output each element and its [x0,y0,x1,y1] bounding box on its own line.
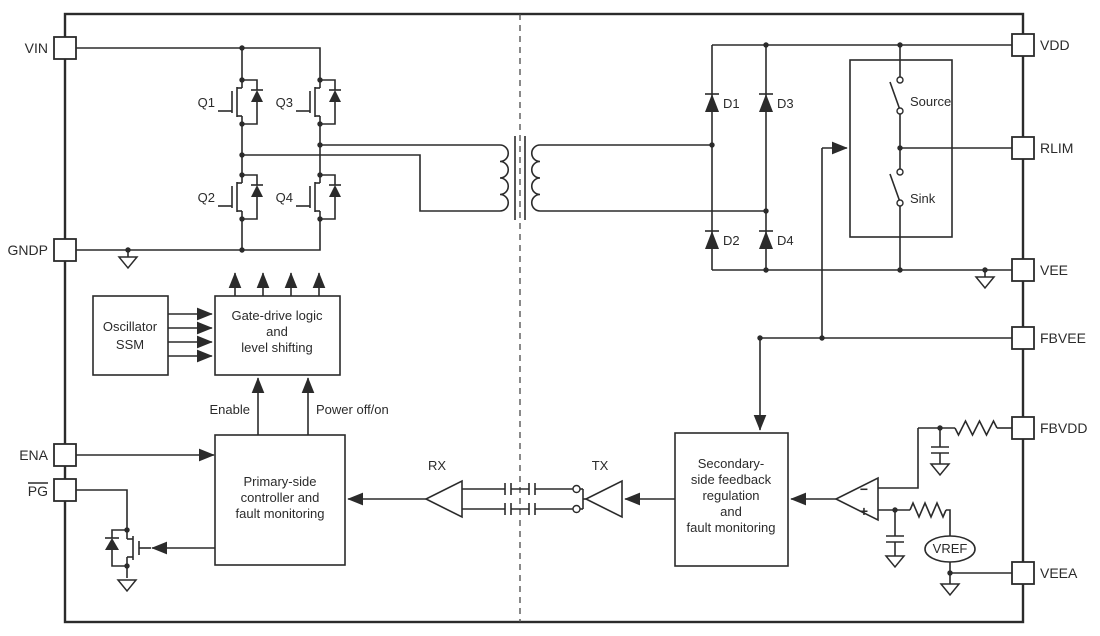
sink-label: Sink [910,191,936,206]
secondary-label-line1: Secondary- [698,456,764,471]
secondary-label-line2: side feedback [691,472,772,487]
vdd-pin-label: VDD [1040,37,1070,53]
fbvee-pin-label: FBVEE [1040,330,1086,346]
primary-label-line1: Primary-side [244,474,317,489]
primary-controller-block: Primary-side controller and fault monito… [214,434,346,566]
isolation-channel: RX TX [347,458,675,519]
q3-mosfet: Q3 [276,67,341,137]
q3-label: Q3 [276,95,293,110]
vin-pin-label: VIN [25,40,48,56]
q1-label: Q1 [198,95,215,110]
junction-dots [125,42,988,576]
veea-pin-label: VEEA [1040,565,1078,581]
vdd-pin [1011,33,1035,57]
vee-pin [1011,258,1035,282]
gate-drive-block: Gate-drive logic and level shifting [214,295,341,376]
gndp-ground-symbol [117,256,139,270]
ic-boundary [63,12,1025,624]
d3-label: D3 [777,96,794,111]
ena-pin-label: ENA [19,447,48,463]
diode-d3: D3 [759,93,794,112]
rx-buffer [424,479,463,519]
q4-mosfet: Q4 [276,162,341,232]
vref-ground-symbol [939,583,961,597]
rx-label: RX [428,458,446,473]
pg-pin-label: PG [28,483,48,499]
vin-pin [53,36,77,60]
vref-cap-ground-symbol [884,555,906,569]
diode-d2: D2 [705,230,740,249]
amp-minus-sign: − [860,481,868,497]
pins-left: VIN GNDP ENA PG [8,36,77,502]
gate-drive-label-line1: Gate-drive logic [231,308,323,323]
rlim-pin-label: RLIM [1040,140,1073,156]
pins-right: VDD RLIM VEE FBVEE FBVDD VEEA [1011,33,1087,585]
fbvdd-resistor [954,419,998,437]
q4-label: Q4 [276,190,293,205]
enable-label: Enable [210,402,250,417]
pg-output-circuit [76,489,215,578]
d1-label: D1 [723,96,740,111]
source-sink-block: Source Sink [849,59,1012,238]
rlim-pin [1011,136,1035,160]
tx-label: TX [592,458,609,473]
oscillator-to-gatedrive-arrows [168,307,213,363]
transformer-secondary-winding [531,144,541,212]
transformer [499,136,541,220]
oscillator-label-line1: Oscillator [103,319,158,334]
fbvee-wiring [753,141,1012,431]
q2-mosfet: Q2 [198,162,263,232]
tx-buffer [584,479,623,519]
vref-network: VREF [878,500,1012,584]
secondary-feedback-block: Secondary- side feedback regulation and … [674,432,789,567]
fbvdd-network [878,419,1012,489]
fbvdd-pin-label: FBVDD [1040,420,1087,436]
vee-pin-label: VEE [1040,262,1068,278]
primary-label-line3: fault monitoring [236,506,325,521]
secondary-label-line3: regulation [702,488,759,503]
fbvee-pin [1011,326,1035,350]
source-label: Source [910,94,951,109]
oscillator-block: Oscillator SSM [92,295,169,376]
veea-pin [1011,561,1035,585]
d4-label: D4 [777,233,794,248]
transformer-primary-winding [499,144,509,212]
q2-label: Q2 [198,190,215,205]
secondary-label-line5: fault monitoring [687,520,776,535]
d2-label: D2 [723,233,740,248]
gate-drive-label-line3: level shifting [241,340,313,355]
secondary-label-line4: and [720,504,742,519]
pg-pin [53,478,77,502]
gate-drive-output-arrows [228,272,326,296]
diode-d4: D4 [759,230,794,249]
power-off-on-label: Power off/on [316,402,389,417]
vee-ground-symbol [974,276,996,290]
ena-pin [53,443,77,467]
q1-mosfet: Q1 [198,67,263,137]
amp-plus-sign: + [860,503,868,519]
vref-resistor [909,500,947,520]
fbvdd-pin [1011,416,1035,440]
vref-label: VREF [933,541,968,556]
fbvdd-ground-symbol [929,463,951,477]
gate-drive-label-line2: and [266,324,288,339]
gndp-pin-label: GNDP [8,242,48,258]
diode-d1: D1 [705,93,740,112]
primary-to-gatedrive-arrows [251,377,315,435]
primary-label-line2: controller and [241,490,320,505]
gndp-pin [53,238,77,262]
pg-ground-symbol [116,579,138,593]
primary-side-wiring [76,47,500,257]
error-amplifier: − + [790,476,879,522]
oscillator-label-line2: SSM [116,337,144,352]
